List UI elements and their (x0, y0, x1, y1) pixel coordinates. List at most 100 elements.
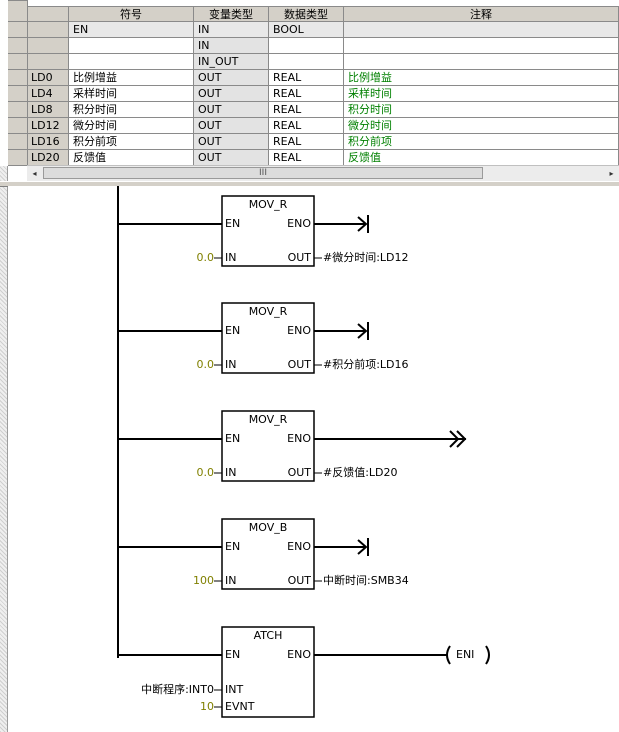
header-var-type[interactable]: 变量类型 (194, 6, 269, 22)
pin-evnt[interactable]: EVNT (225, 700, 255, 713)
block-name[interactable]: MOV_B (248, 521, 288, 534)
in-operand[interactable]: 0.0 (196, 466, 215, 479)
row-selector[interactable] (8, 134, 28, 150)
out-operand[interactable]: #反馈值:LD20 (323, 466, 398, 479)
data-type-cell[interactable]: REAL (269, 118, 344, 134)
pin-out[interactable]: OUT (287, 574, 311, 587)
pin-eno[interactable]: ENO (287, 648, 311, 661)
pin-out[interactable]: OUT (287, 251, 311, 264)
comment-cell[interactable]: 积分时间 (344, 102, 619, 118)
data-type-cell[interactable]: BOOL (269, 22, 344, 38)
evnt-operand[interactable]: 10 (200, 700, 214, 713)
pin-en[interactable]: EN (225, 648, 241, 661)
comment-cell[interactable]: 比例增益 (344, 70, 619, 86)
row-selector[interactable] (8, 86, 28, 102)
out-operand[interactable]: #积分前项:LD16 (323, 358, 409, 371)
var-type-cell[interactable]: OUT (194, 70, 269, 86)
var-type-cell[interactable]: OUT (194, 86, 269, 102)
pin-in[interactable]: IN (225, 251, 237, 264)
data-type-cell[interactable]: REAL (269, 134, 344, 150)
in-operand[interactable]: 0.0 (196, 251, 215, 264)
pin-en[interactable]: EN (225, 324, 241, 337)
var-type-cell[interactable]: IN_OUT (194, 54, 269, 70)
in-operand[interactable]: 100 (193, 574, 214, 587)
symbol-cell[interactable]: 采样时间 (69, 86, 194, 102)
pin-eno[interactable]: ENO (287, 432, 311, 445)
symbol-cell[interactable]: 积分时间 (69, 102, 194, 118)
symbol-cell[interactable] (69, 38, 194, 54)
row-selector[interactable] (8, 22, 28, 38)
block-name[interactable]: MOV_R (248, 413, 288, 426)
pin-en[interactable]: EN (225, 217, 241, 230)
scroll-right-icon[interactable]: ▸ (609, 169, 614, 178)
pin-eno[interactable]: ENO (287, 324, 311, 337)
comment-cell[interactable] (344, 54, 619, 70)
function-block (221, 410, 315, 482)
pin-en[interactable]: EN (225, 432, 241, 445)
header-data-type[interactable]: 数据类型 (269, 6, 344, 22)
var-type-cell[interactable]: IN (194, 22, 269, 38)
function-block (221, 518, 315, 590)
comment-cell[interactable]: 采样时间 (344, 86, 619, 102)
data-type-cell[interactable]: REAL (269, 70, 344, 86)
header-symbol[interactable]: 符号 (69, 6, 194, 22)
row-selector[interactable] (8, 38, 28, 54)
symbol-cell[interactable] (69, 54, 194, 70)
scroll-left-icon[interactable]: ◂ (32, 169, 37, 178)
var-type-cell[interactable]: OUT (194, 150, 269, 166)
pin-int[interactable]: INT (225, 683, 244, 696)
comment-cell[interactable] (344, 38, 619, 54)
comment-cell[interactable]: 微分时间 (344, 118, 619, 134)
data-type-cell[interactable] (269, 54, 344, 70)
data-type-cell[interactable]: REAL (269, 86, 344, 102)
row-selector[interactable] (8, 118, 28, 134)
in-operand[interactable]: 0.0 (196, 358, 215, 371)
row-selector[interactable] (8, 70, 28, 86)
pin-eno[interactable]: ENO (287, 540, 311, 553)
pin-out[interactable]: OUT (287, 466, 311, 479)
var-type-cell[interactable]: IN (194, 38, 269, 54)
pin-out[interactable]: OUT (287, 358, 311, 371)
var-type-cell[interactable]: OUT (194, 118, 269, 134)
comment-cell[interactable]: 积分前项 (344, 134, 619, 150)
var-type-cell[interactable]: OUT (194, 102, 269, 118)
data-type-cell[interactable]: REAL (269, 150, 344, 166)
row-selector[interactable] (8, 102, 28, 118)
comment-cell[interactable]: 反馈值 (344, 150, 619, 166)
out-operand[interactable]: 中断时间:SMB34 (323, 574, 409, 587)
comment-cell[interactable] (344, 22, 619, 38)
row-selector[interactable] (8, 150, 28, 166)
row-address: LD8 (28, 102, 69, 118)
row-selector[interactable] (8, 54, 28, 70)
symbol-cell[interactable]: 比例增益 (69, 70, 194, 86)
row-address (28, 22, 69, 38)
block-name[interactable]: ATCH (253, 629, 283, 642)
int-operand[interactable]: 中断程序:INT0 (141, 683, 214, 696)
pin-in[interactable]: IN (225, 466, 237, 479)
pin-in[interactable]: IN (225, 574, 237, 587)
address-header (28, 6, 69, 22)
row-address: LD12 (28, 118, 69, 134)
pin-en[interactable]: EN (225, 540, 241, 553)
symbol-cell[interactable]: EN (69, 22, 194, 38)
symbol-cell[interactable]: 反馈值 (69, 150, 194, 166)
data-type-cell[interactable] (269, 38, 344, 54)
block-name[interactable]: MOV_R (248, 305, 288, 318)
arrow-icon (357, 323, 368, 339)
scroll-thumb[interactable]: III (43, 167, 483, 179)
header-comment[interactable]: 注释 (344, 6, 619, 22)
out-operand[interactable]: #微分时间:LD12 (323, 251, 409, 264)
symbol-cell[interactable]: 积分前项 (69, 134, 194, 150)
data-type-cell[interactable]: REAL (269, 102, 344, 118)
var-type-cell[interactable]: OUT (194, 134, 269, 150)
eni-coil-label[interactable]: ENI (456, 648, 475, 661)
ladder-canvas (117, 186, 490, 718)
block-name[interactable]: MOV_R (248, 198, 288, 211)
pin-in[interactable]: IN (225, 358, 237, 371)
pin-eno[interactable]: ENO (287, 217, 311, 230)
table-horizontal-scrollbar[interactable]: ◂ III ▸ (27, 165, 619, 181)
symbol-cell[interactable]: 微分时间 (69, 118, 194, 134)
